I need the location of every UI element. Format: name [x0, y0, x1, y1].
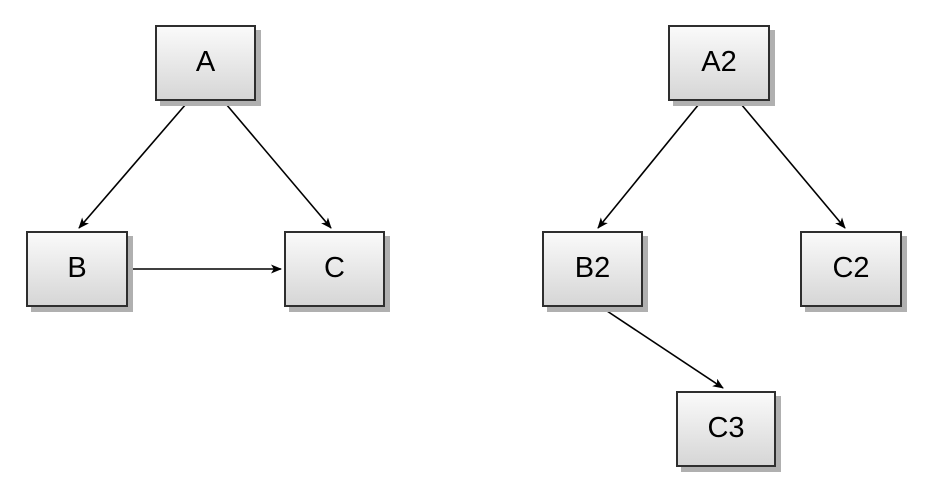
edge-A-B — [78, 103, 187, 229]
node-A[interactable]: A — [155, 25, 256, 101]
edge-A2-B2 — [597, 103, 700, 229]
node-label-C3: C3 — [707, 411, 745, 444]
edge-B2-C3 — [603, 308, 724, 389]
node-label-B: B — [67, 251, 87, 284]
node-B2[interactable]: B2 — [542, 231, 643, 307]
edge-A-C — [225, 103, 332, 229]
node-label-A2: A2 — [701, 45, 737, 78]
node-label-C: C — [324, 251, 345, 284]
node-label-A: A — [195, 45, 216, 78]
node-label-B2: B2 — [574, 251, 611, 284]
node-C[interactable]: C — [284, 231, 385, 307]
node-A2[interactable]: A2 — [668, 25, 770, 101]
node-label-C2: C2 — [832, 251, 870, 284]
node-C3[interactable]: C3 — [676, 391, 776, 467]
edge-A2-C2 — [740, 103, 846, 229]
node-B[interactable]: B — [26, 231, 128, 307]
node-C2[interactable]: C2 — [800, 231, 902, 307]
